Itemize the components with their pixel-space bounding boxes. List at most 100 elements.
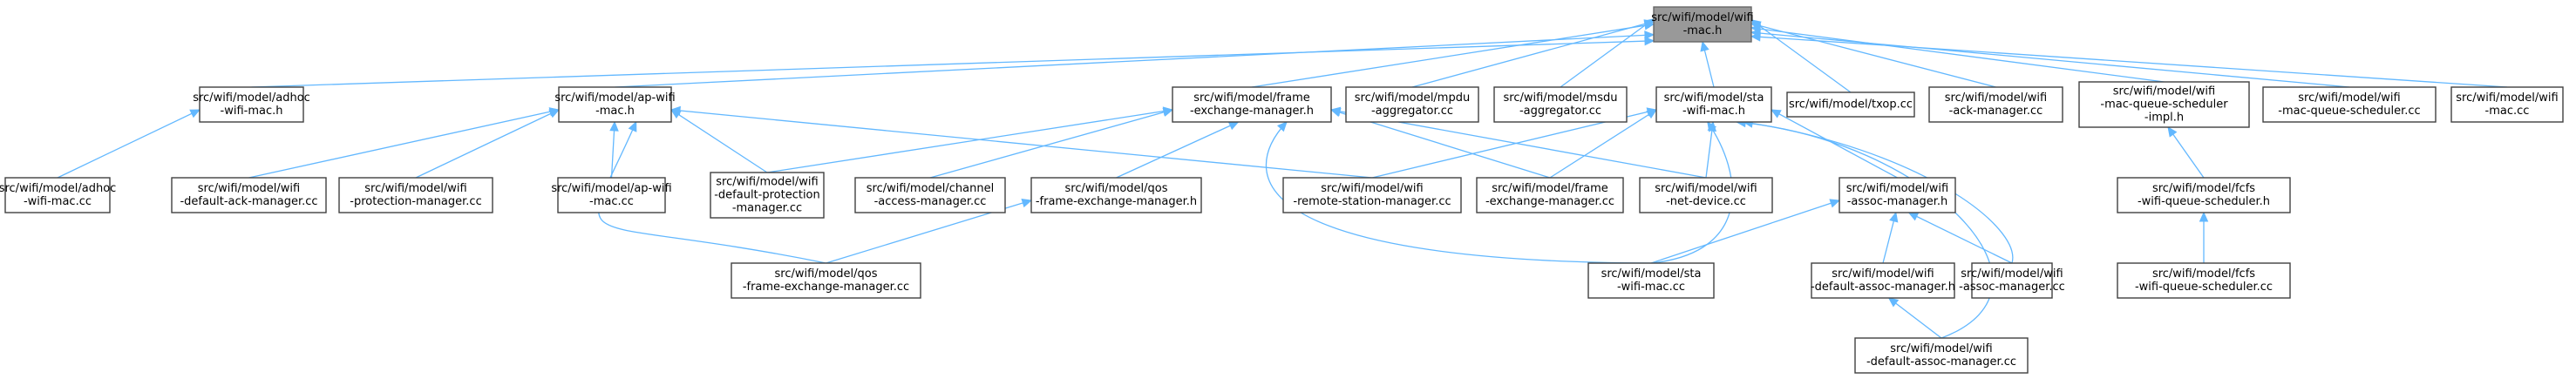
node-label-line: -mac.cc bbox=[589, 195, 634, 208]
node-label-line: -frame-exchange-manager.h bbox=[1036, 195, 1197, 208]
graph-node-qosfem-cc[interactable]: src/wifi/model/qos-frame-exchange-manage… bbox=[731, 262, 921, 299]
edge-defprot-to-fem-h bbox=[766, 109, 1173, 173]
graph-node-mqs-impl[interactable]: src/wifi/model/wifi-mac-queue-scheduler-… bbox=[2078, 81, 2250, 128]
edge-msdu-to-root bbox=[1560, 18, 1655, 88]
node-box bbox=[2078, 81, 2250, 128]
node-label-line: -protection-manager.cc bbox=[350, 195, 481, 208]
graph-node-defprot[interactable]: src/wifi/model/wifi-default-protection-m… bbox=[710, 172, 825, 219]
node-label-line: src/wifi/model/fcfs bbox=[2152, 267, 2255, 281]
node-box bbox=[854, 177, 1006, 213]
node-box bbox=[1639, 177, 1773, 213]
graph-node-wifimac-cc[interactable]: src/wifi/model/wifi-mac.cc bbox=[2450, 86, 2564, 123]
edge-defassoc-cc-to-sta-h bbox=[1737, 121, 1994, 339]
edge-defprot-to-ap-h bbox=[670, 109, 768, 173]
arrow-head bbox=[1889, 211, 1899, 223]
graph-node-sta-h[interactable]: src/wifi/model/sta-wifi-mac.h bbox=[1655, 86, 1772, 123]
graph-node-assoc-h[interactable]: src/wifi/model/wifi-assoc-manager.h bbox=[1839, 177, 1956, 213]
graph-node-netdev[interactable]: src/wifi/model/wifi-net-device.cc bbox=[1639, 177, 1773, 213]
graph-node-defassoc-cc[interactable]: src/wifi/model/wifi-default-assoc-manage… bbox=[1854, 337, 2029, 374]
graph-node-adhoc-h[interactable]: src/wifi/model/adhoc-wifi-mac.h bbox=[193, 86, 310, 123]
graph-node-msdu[interactable]: src/wifi/model/msdu-aggregator.cc bbox=[1493, 86, 1628, 123]
arrow-head bbox=[1750, 32, 1761, 42]
node-label-line: -mac-queue-scheduler bbox=[2100, 98, 2228, 112]
node-label-line: -wifi-mac.cc bbox=[1617, 281, 1685, 294]
edge-assoc-cc-to-assoc-h bbox=[1908, 212, 2013, 264]
node-box bbox=[1811, 262, 1955, 299]
graph-node-root[interactable]: src/wifi/model/wifi-mac.h bbox=[1651, 6, 1754, 43]
node-label-line: src/wifi/model/frame bbox=[1193, 91, 1310, 105]
graph-node-cam[interactable]: src/wifi/model/channel-access-manager.cc bbox=[854, 177, 1006, 213]
arrow-head bbox=[1700, 40, 1709, 52]
edge-ap-cc-to-ap-h bbox=[610, 121, 615, 179]
node-box bbox=[1493, 86, 1628, 123]
node-label-line: -default-assoc-manager.cc bbox=[1866, 355, 2016, 369]
node-label-line: src/wifi/model/frame bbox=[1492, 182, 1608, 195]
arrow-head bbox=[628, 120, 637, 132]
graph-node-ackmgr[interactable]: src/wifi/model/wifi-ack-manager.cc bbox=[1928, 86, 2063, 123]
node-box bbox=[1655, 86, 1772, 123]
graph-node-fcfs-h[interactable]: src/wifi/model/fcfs-wifi-queue-scheduler… bbox=[2117, 177, 2291, 213]
node-box bbox=[558, 86, 672, 123]
node-layer: src/wifi/model/wifi-mac.hsrc/wifi/model/… bbox=[0, 6, 2564, 374]
graph-node-fem-h[interactable]: src/wifi/model/frame-exchange-manager.h bbox=[1172, 86, 1332, 123]
edge-fcfs-h-to-mqs-impl bbox=[2167, 126, 2205, 179]
graph-node-defassoc-h[interactable]: src/wifi/model/wifi-default-assoc-manage… bbox=[1811, 262, 1955, 299]
node-label-line: -wifi-mac.h bbox=[1682, 105, 1745, 118]
node-label-line: src/wifi/model/wifi bbox=[1945, 91, 2047, 105]
node-label-line: -aggregator.cc bbox=[1519, 105, 1601, 118]
graph-node-mqs-cc[interactable]: src/wifi/model/wifi-mac-queue-scheduler.… bbox=[2262, 86, 2437, 123]
graph-node-defack[interactable]: src/wifi/model/wifi-default-ack-manager.… bbox=[171, 177, 327, 213]
arrow-head bbox=[1644, 30, 1655, 40]
graph-node-fem-cc[interactable]: src/wifi/model/frame-exchange-manager.cc bbox=[1476, 177, 1624, 213]
node-box bbox=[1476, 177, 1624, 213]
node-label-line: -frame-exchange-manager.cc bbox=[743, 281, 909, 294]
node-label-line: src/wifi/model/wifi bbox=[1321, 182, 1423, 195]
node-label-line: src/wifi/model/wifi bbox=[1961, 267, 2063, 281]
arrow-head bbox=[2167, 126, 2178, 138]
node-box bbox=[1854, 337, 2029, 374]
node-box bbox=[1839, 177, 1956, 213]
graph-node-txop[interactable]: src/wifi/model/txop.cc bbox=[1786, 91, 1915, 118]
graph-node-ap-cc[interactable]: src/wifi/model/ap-wifi-mac.cc bbox=[551, 177, 672, 213]
arrow-head bbox=[1770, 109, 1782, 118]
node-label-line: src/wifi/model/wifi bbox=[1655, 182, 1757, 195]
node-box bbox=[1282, 177, 1462, 213]
arrow-head bbox=[189, 109, 201, 118]
graph-node-mpdu[interactable]: src/wifi/model/mpdu-aggregator.cc bbox=[1345, 86, 1479, 123]
node-label-line: src/wifi/model/adhoc bbox=[193, 91, 310, 105]
edge-mqs-cc-to-root bbox=[1750, 31, 2350, 88]
node-label-line: -impl.h bbox=[2144, 112, 2184, 125]
node-label-line: src/wifi/model/wifi bbox=[1832, 267, 1934, 281]
edge-fem-h-to-root bbox=[1251, 24, 1655, 88]
node-label-line: src/wifi/model/qos bbox=[1064, 182, 1167, 195]
edge-netdev-to-sta-h bbox=[1705, 121, 1714, 179]
graph-node-sta-cc[interactable]: src/wifi/model/sta-wifi-mac.cc bbox=[1587, 262, 1715, 299]
node-box bbox=[199, 86, 304, 123]
node-label-line: src/wifi/model/msdu bbox=[1504, 91, 1618, 105]
node-label-line: -wifi-mac.cc bbox=[24, 195, 92, 208]
node-label-line: -mac.h bbox=[1683, 24, 1723, 37]
arrow-head bbox=[1021, 199, 1033, 208]
graph-node-adhoc-cc[interactable]: src/wifi/model/adhoc-wifi-mac.cc bbox=[0, 177, 116, 213]
graph-node-assoc-cc[interactable]: src/wifi/model/wifi-assoc-manager.cc bbox=[1959, 262, 2065, 299]
edge-rsm-to-ap-h bbox=[670, 109, 1373, 179]
edge-defack-to-ap-h bbox=[248, 109, 560, 179]
graph-node-qosfem-h[interactable]: src/wifi/model/qos-frame-exchange-manage… bbox=[1030, 177, 1202, 213]
node-box bbox=[1971, 262, 2053, 299]
node-label-line: -exchange-manager.h bbox=[1190, 105, 1314, 118]
graph-node-rsm[interactable]: src/wifi/model/wifi-remote-station-manag… bbox=[1282, 177, 1462, 213]
node-label-line: -aggregator.cc bbox=[1371, 105, 1453, 118]
node-box bbox=[2117, 262, 2291, 299]
arrow-head bbox=[548, 109, 561, 118]
graph-node-fcfs-cc[interactable]: src/wifi/model/fcfs-wifi-queue-scheduler… bbox=[2117, 262, 2291, 299]
arrow-head bbox=[1646, 109, 1658, 119]
node-box bbox=[4, 177, 111, 213]
node-label-line: src/wifi/model/wifi bbox=[1846, 182, 1948, 195]
node-label-line: src/wifi/model/sta bbox=[1664, 91, 1764, 105]
node-label-line: -wifi-queue-scheduler.cc bbox=[2135, 281, 2273, 294]
node-box bbox=[1928, 86, 2063, 123]
graph-node-protmgr[interactable]: src/wifi/model/wifi-protection-manager.c… bbox=[338, 177, 493, 213]
graph-node-ap-h[interactable]: src/wifi/model/ap-wifi-mac.h bbox=[554, 86, 676, 123]
node-box bbox=[710, 172, 825, 219]
